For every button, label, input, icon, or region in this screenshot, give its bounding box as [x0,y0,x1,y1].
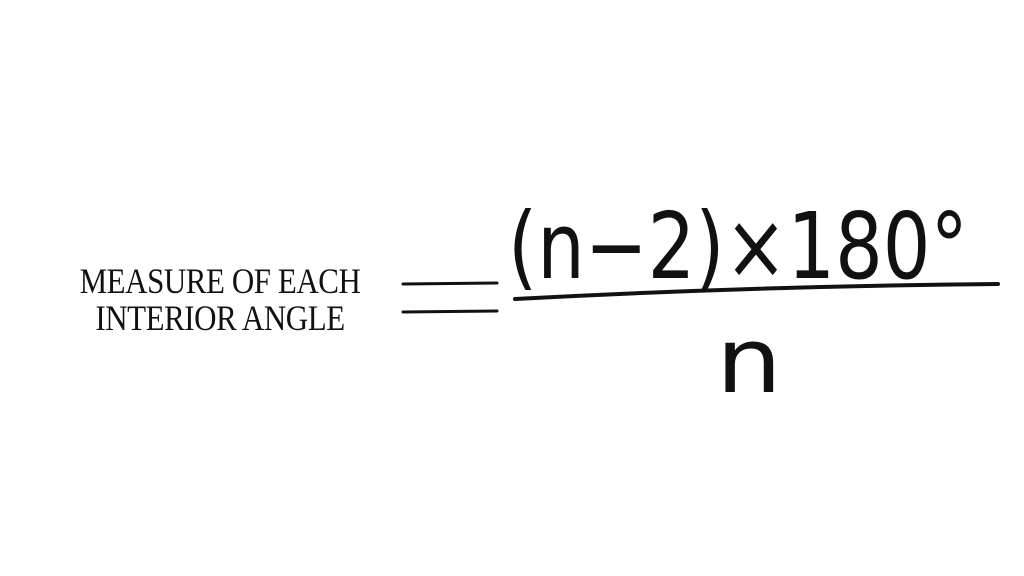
label-line-1: MEASURE OF EACH [79,261,361,301]
denominator: n [716,309,782,414]
equals-sign-bottom [401,309,499,314]
label-line-2: INTERIOR ANGLE [95,298,345,338]
equals-sign-top [401,281,499,286]
fraction-bar [513,282,1000,301]
numerator: (n−2)×180° [508,193,968,300]
